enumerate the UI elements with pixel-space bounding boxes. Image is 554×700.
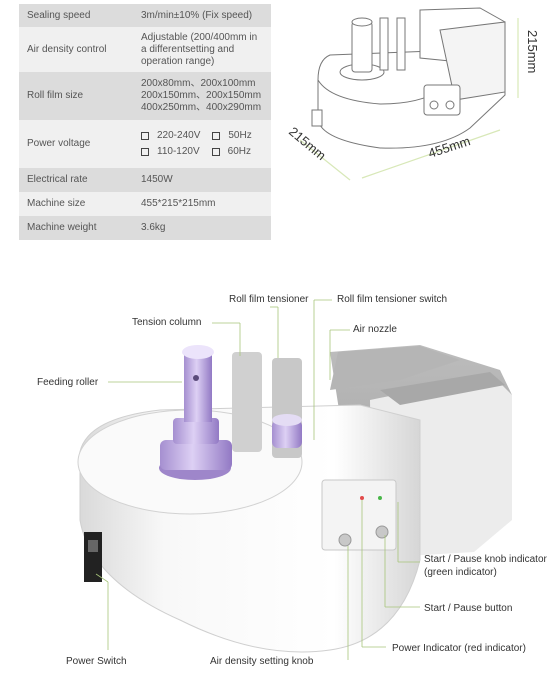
spec-value: 220-240V 50Hz 110-120V 60Hz	[131, 120, 271, 168]
spec-label: Electrical rate	[19, 168, 131, 192]
spec-label: Machine weight	[19, 216, 131, 240]
spec-row-machine-weight: Machine weight 3.6kg	[19, 216, 271, 240]
label-start-pause-button: Start / Pause button	[424, 603, 513, 614]
dimension-depth: 215mm	[286, 124, 329, 163]
spec-row-power-voltage: Power voltage 220-240V 50Hz 110-120V 60H…	[19, 120, 271, 168]
spec-label: Air density control	[19, 27, 131, 72]
label-power-switch: Power Switch	[66, 656, 127, 667]
label-roll-film-tensioner: Roll film tensioner	[229, 294, 309, 305]
spec-row-air-density: Air density control Adjustable (200/400m…	[19, 27, 271, 72]
roll-size-line: 400x250mm、400x290mm	[141, 102, 262, 113]
spec-value: 3m/min±10% (Fix speed)	[131, 4, 271, 27]
spec-label: Sealing speed	[19, 4, 131, 27]
spec-value: Adjustable (200/400mm in a differentsett…	[131, 27, 271, 72]
spec-value: 200x80mm、200x100mm 200x150mm、200x150mm 4…	[131, 72, 271, 120]
line-drawing	[311, 7, 506, 149]
label-air-nozzle: Air nozzle	[353, 324, 397, 335]
spec-row-machine-size: Machine size 455*215*215mm	[19, 192, 271, 216]
label-tension-column: Tension column	[132, 317, 202, 328]
frequency-option: 60Hz	[227, 146, 251, 157]
checkbox-icon	[211, 148, 220, 156]
spec-label: Machine size	[19, 192, 131, 216]
checkbox-icon	[141, 148, 149, 156]
label-feeding-roller: Feeding roller	[37, 377, 99, 388]
roll-size-line: 200x80mm、200x100mm	[141, 78, 256, 89]
spec-row-roll-film-size: Roll film size 200x80mm、200x100mm 200x15…	[19, 72, 271, 120]
label-power-indicator: Power Indicator (red indicator)	[392, 643, 526, 654]
spec-value: 3.6kg	[131, 216, 271, 240]
spec-label: Roll film size	[19, 72, 131, 120]
callout-lines	[95, 299, 420, 660]
spec-value: 455*215*215mm	[131, 192, 271, 216]
label-roll-film-tensioner-switch: Roll film tensioner switch	[337, 294, 448, 305]
roll-size-line: 200x150mm、200x150mm	[141, 90, 262, 101]
frequency-option: 50Hz	[228, 130, 252, 141]
label-air-density-knob: Air density setting knob	[210, 656, 314, 667]
checkbox-icon	[141, 132, 149, 140]
spec-row-electrical-rate: Electrical rate 1450W	[19, 168, 271, 192]
dimension-height: 215mm	[525, 30, 540, 73]
spec-table: Sealing speed 3m/min±10% (Fix speed) Air…	[19, 4, 271, 240]
checkbox-icon	[212, 132, 221, 140]
label-start-pause-knob-indicator: Start / Pause knob indicator (green indi…	[424, 554, 547, 578]
spec-row-sealing-speed: Sealing speed 3m/min±10% (Fix speed)	[19, 4, 271, 27]
voltage-option: 110-120V	[157, 146, 200, 157]
dimension-lines	[299, 18, 519, 181]
spec-label: Power voltage	[19, 120, 131, 168]
spec-value: 1450W	[131, 168, 271, 192]
voltage-option: 220-240V	[157, 130, 201, 141]
machine-photo	[77, 345, 512, 653]
